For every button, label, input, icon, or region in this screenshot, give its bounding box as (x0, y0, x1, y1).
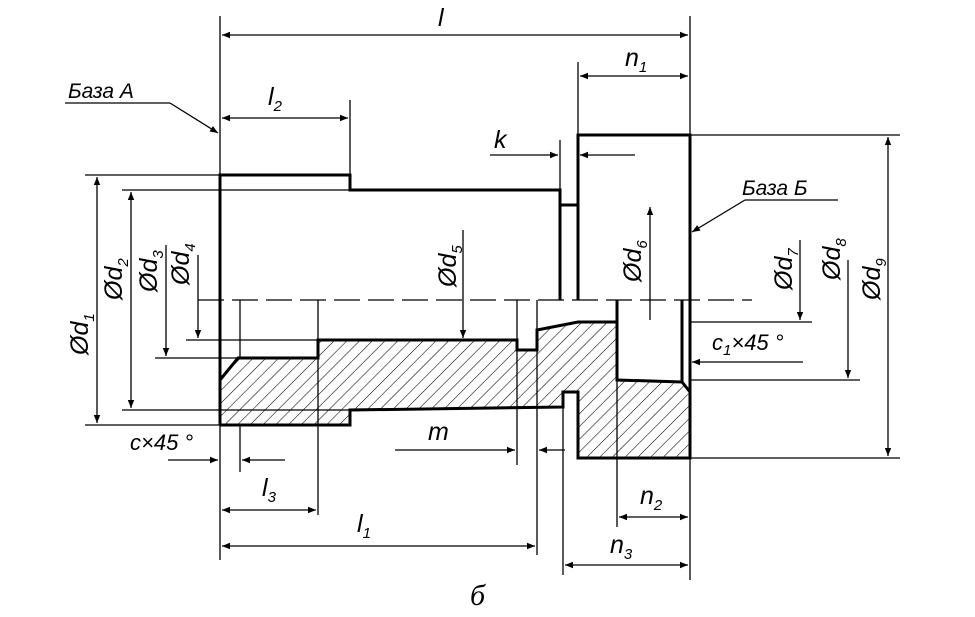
label-base-b: База Б (742, 177, 808, 200)
label-d6: Ød6 (619, 240, 651, 283)
dimension-lines (65, 16, 900, 580)
label-d5: Ød5 (434, 245, 466, 288)
label-chamfer-c1: c1×45 ° (712, 330, 784, 359)
label-d4: Ød4 (167, 243, 199, 286)
label-d1: Ød1 (66, 313, 98, 356)
label-n1: n1 (625, 44, 647, 76)
label-d3: Ød3 (135, 250, 167, 293)
label-d8: Ød8 (818, 238, 850, 281)
label-d9: Ød9 (858, 258, 890, 301)
label-l: l (438, 4, 445, 32)
label-l1: l1 (357, 510, 371, 542)
label-l2: l2 (268, 83, 283, 115)
label-chamfer-c: c×45 ° (130, 430, 193, 455)
dimension-labels: l l2 n1 k База А База Б c×45 ° c1×45 ° l… (66, 4, 890, 612)
label-m: m (428, 418, 449, 446)
label-d2: Ød2 (100, 258, 132, 301)
figure-caption: б (470, 579, 486, 612)
section-hatching (220, 322, 690, 458)
label-n2: n2 (640, 482, 663, 514)
label-base-a: База А (68, 80, 134, 103)
label-l3: l3 (262, 474, 277, 506)
label-d7: Ød7 (770, 248, 802, 291)
label-n3: n3 (610, 531, 633, 563)
label-k: k (494, 126, 508, 154)
